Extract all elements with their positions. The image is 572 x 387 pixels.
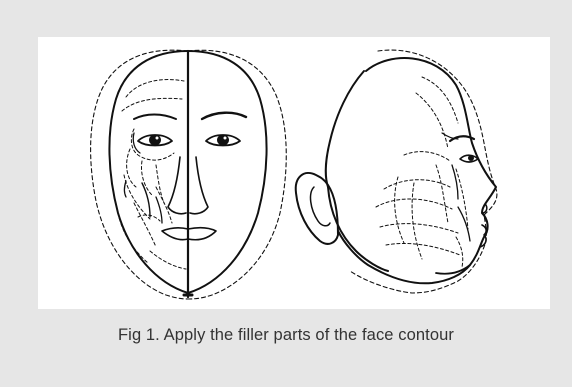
right-eyebrow (202, 113, 246, 119)
left-iris (149, 135, 161, 146)
left-nose (168, 157, 186, 214)
figure-illustration (38, 37, 550, 309)
front-face-drawing (91, 50, 287, 299)
side-profile-drawing (296, 50, 497, 293)
left-lips (162, 228, 188, 240)
right-lips (188, 228, 216, 240)
right-iris (217, 135, 229, 146)
profile-outline (326, 58, 496, 283)
right-nose (190, 157, 208, 214)
left-eyebrow (134, 115, 176, 120)
figure-caption: Fig 1. Apply the filler parts of the fac… (0, 326, 572, 345)
